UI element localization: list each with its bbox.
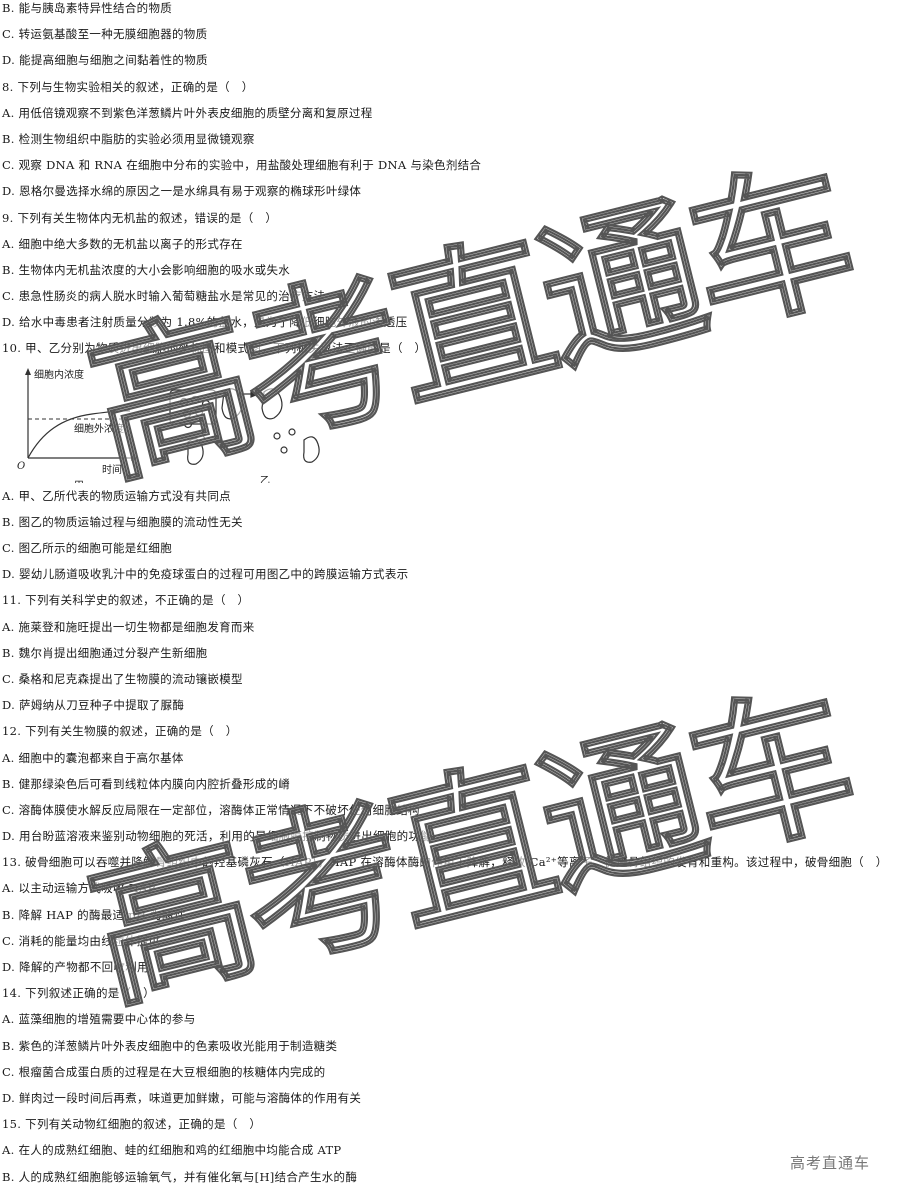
answer-option: A. 甲、乙所代表的物质运输方式没有共同点	[2, 488, 231, 503]
answer-option: B. 降解 HAP 的酶最适 pH 为酸性	[2, 907, 186, 922]
dashed-line-label: 细胞外浓度	[74, 422, 124, 435]
answer-option: D. 降解的产物都不回收利用	[2, 960, 149, 974]
question-block-bottom: A. 甲、乙所代表的物质运输方式没有共同点 B. 图乙的物质运输过程与细胞膜的流动…	[2, 483, 892, 1190]
answer-option: B. 紫色的洋葱鳞片叶外表皮细胞中的色素吸收光能用于制造糖类	[2, 1038, 338, 1053]
answer-option: B. 人的成熟红细胞能够运输氧气，并有催化氧与[H]结合产生水的酶	[2, 1169, 358, 1184]
answer-option: D. 给水中毒患者注射质量分数为 1.8%的盐水，是为了降低细胞外液的渗透压	[2, 315, 408, 330]
answer-option: A. 施莱登和施旺提出一切生物都是细胞发育而来	[2, 619, 255, 634]
answer-option: D. 恩格尔曼选择水绵的原因之一是水绵具有易于观察的椭球形叶绿体	[2, 184, 362, 199]
figure-q10: 细胞内浓度 细胞外浓度 时间 O 甲 乙	[2, 362, 892, 483]
answer-option: C. 图乙所示的细胞可能是红细胞	[2, 541, 172, 555]
label-yi: 乙	[260, 475, 270, 483]
answer-option: B. 健那绿染色后可看到线粒体内膜向内腔折叠形成的嵴	[2, 776, 291, 791]
answer-option: D. 婴幼儿肠道吸收乳汁中的免疫球蛋白的过程可用图乙中的跨膜运输方式表示	[2, 567, 409, 582]
answer-option: C. 患急性肠炎的病人脱水时输入葡萄糖盐水是常见的治疗方法	[2, 289, 326, 304]
answer-option: A. 蓝藻细胞的增殖需要中心体的参与	[2, 1012, 196, 1027]
answer-option: D. 能提高细胞与细胞之间黏着性的物质	[2, 53, 208, 68]
answer-option: A. 以主动运输方式吸收 HAP	[2, 881, 156, 896]
x-axis-label: 时间	[102, 463, 122, 476]
question-stem: 12. 下列有关生物膜的叙述，正确的是（ ）	[2, 724, 238, 739]
label-jia: 甲	[74, 481, 84, 483]
answer-option: D. 鲜肉过一段时间后再煮，味道更加鲜嫩，可能与溶酶体的作用有关	[2, 1090, 362, 1105]
question-stem: 13. 破骨细胞可以吞噬并降解骨组织中的羟基磷灰石（HAP），HAP 在溶酶体酶…	[2, 855, 888, 870]
question-stem: 8. 下列与生物实验相关的叙述，正确的是（ ）	[2, 79, 254, 94]
question-stem: 11. 下列有关科学史的叙述，不正确的是（ ）	[2, 593, 250, 608]
answer-option: C. 转运氨基酸至一种无膜细胞器的物质	[2, 27, 208, 42]
inside-concentration-curve	[27, 409, 131, 458]
answer-option: A. 细胞中绝大多数的无机盐以离子的形式存在	[2, 236, 243, 251]
answer-option: D. 用台盼蓝溶液来鉴别动物细胞的死活，利用的是细胞膜控制物质进出细胞的功能	[2, 829, 433, 844]
answer-option: C. 溶酶体膜使水解反应局限在一定部位，溶酶体正常情况下不破坏任何细胞结构	[2, 802, 420, 817]
answer-option: D. 萨姆纳从刀豆种子中提取了脲酶	[2, 698, 185, 713]
answer-option: B. 魏尔肖提出细胞通过分裂产生新细胞	[2, 645, 208, 660]
answer-option: A. 用低倍镜观察不到紫色洋葱鳞片叶外表皮细胞的质壁分离和复原过程	[2, 105, 373, 120]
question-stem: 14. 下列叙述正确的是（ ）	[2, 986, 155, 1001]
corner-brand: 高考直通车	[790, 1154, 871, 1172]
question-stem: 10. 甲、乙分别为物质进出细胞的坐标图和模式图，下列相关说法正确的是（ ）	[2, 341, 427, 356]
y-axis-arrow-icon	[25, 367, 31, 375]
answer-option: A. 在人的成熟红细胞、蛙的红细胞和鸡的红细胞中均能合成 ATP	[2, 1143, 342, 1158]
question-block-top: B. 能与胰岛素特异性结合的物质 C. 转运氨基酸至一种无膜细胞器的物质 D. 能提…	[2, 0, 892, 362]
vesicle-diagram	[169, 387, 320, 465]
answer-option: B. 能与胰岛素特异性结合的物质	[2, 1, 173, 15]
transport-diagram: 细胞内浓度 细胞外浓度 时间 O 甲 乙	[17, 367, 320, 483]
y-axis-label: 细胞内浓度	[34, 368, 84, 381]
answer-option: C. 消耗的能量均由线粒体提供	[2, 933, 161, 948]
answer-option: C. 根瘤菌合成蛋白质的过程是在大豆根细胞的核糖体内完成的	[2, 1064, 326, 1079]
answer-option: B. 生物体内无机盐浓度的大小会影响细胞的吸水或失水	[2, 262, 291, 277]
question-stem: 15. 下列有关动物红细胞的叙述，正确的是（ ）	[2, 1117, 262, 1132]
question-stem: 9. 下列有关生物体内无机盐的叙述，错误的是（ ）	[2, 210, 278, 225]
answer-option: B. 检测生物组织中脂肪的实验必须用显微镜观察	[2, 131, 255, 146]
answer-option: C. 观察 DNA 和 RNA 在细胞中分布的实验中，用盐酸处理细胞有利于 DN…	[2, 158, 482, 173]
answer-option: C. 桑格和尼克森提出了生物膜的流动镶嵌模型	[2, 671, 243, 686]
x-axis-arrow-icon	[131, 454, 138, 461]
answer-option: A. 细胞中的囊泡都来自于高尔基体	[2, 750, 184, 765]
origin-label: O	[17, 461, 25, 472]
answer-option: B. 图乙的物质运输过程与细胞膜的流动性无关	[2, 514, 243, 529]
